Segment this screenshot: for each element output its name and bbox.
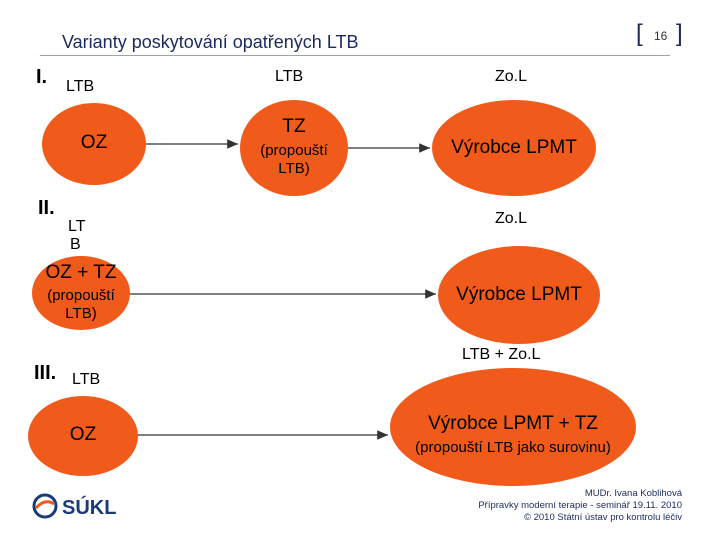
node-tz-sub-2: LTB) [278, 160, 310, 177]
node-oz-tz-sub-1: (propouští [47, 287, 115, 304]
node-tz-label: TZ [282, 116, 306, 137]
section-2-numeral: II. [38, 197, 55, 219]
node-vyrobce-lpmt-2-label: Výrobce LPMT [456, 284, 582, 305]
sukl-logo-icon [32, 493, 58, 519]
footer-copyright: © 2010 Státní ústav pro kontrolu léčiv [523, 512, 682, 523]
section-3-numeral: III. [34, 362, 57, 384]
node-tz-sub-1: (propouští [260, 142, 328, 159]
node-vyrobce-lpmt-tz-label: Výrobce LPMT + TZ [428, 413, 598, 434]
node-oz-3: OZ [28, 396, 138, 476]
page-bracket-close: ] [676, 20, 683, 47]
slide-title: Varianty poskytování opatřených LTB [62, 32, 359, 52]
sukl-logo-text: SÚKL [62, 497, 117, 519]
node-vyrobce-lpmt-tz-sub: (propouští LTB jako surovinu) [415, 439, 611, 456]
node-vyrobce-lpmt-tz: Výrobce LPMT + TZ (propouští LTB jako su… [390, 368, 636, 486]
node-oz-3-label: OZ [69, 424, 97, 445]
node-tz: TZ (propouští LTB) [240, 100, 348, 196]
footer-author: MUDr. Ivana Koblihová [584, 488, 682, 499]
section-2-col3-label: Zo.L [495, 210, 528, 227]
footer-seminar: Přípravky moderní terapie - seminář 19.1… [478, 500, 682, 511]
page-number: 16 [654, 29, 668, 43]
node-oz: OZ [42, 103, 146, 185]
section-1-col2-label: LTB [275, 68, 304, 85]
section-2-col1-label-2: B [70, 236, 81, 253]
node-vyrobce-lpmt-1: Výrobce LPMT [432, 100, 596, 196]
page-bracket-open: [ [636, 20, 643, 47]
section-2-col1-label-1: LT [68, 218, 86, 235]
section-1-col3-label: Zo.L [495, 68, 528, 85]
title-divider [40, 55, 670, 56]
section-1-numeral: I. [36, 66, 48, 88]
node-oz-tz: OZ + TZ (propouští LTB) [32, 256, 130, 330]
section-1-col1-label: LTB [66, 78, 95, 95]
section-3-col3-label: LTB + Zo.L [462, 346, 541, 363]
section-3-col1-label: LTB [72, 371, 101, 388]
node-oz-label: OZ [80, 132, 108, 153]
node-oz-tz-sub-2: LTB) [65, 305, 97, 322]
node-vyrobce-lpmt-2: Výrobce LPMT [438, 246, 600, 344]
footer-credits: MUDr. Ivana Koblihová Přípravky moderní … [478, 488, 682, 524]
node-oz-tz-label: OZ + TZ [45, 262, 117, 283]
node-vyrobce-lpmt-1-label: Výrobce LPMT [451, 137, 577, 158]
